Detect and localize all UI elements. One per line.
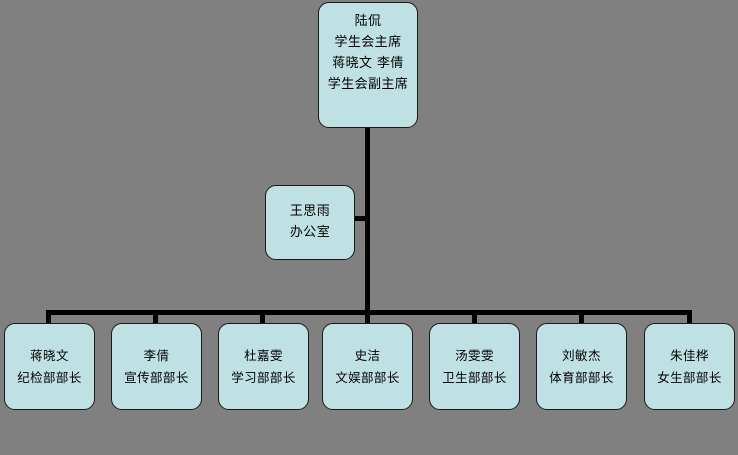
department-person-name: 李倩 <box>143 347 170 363</box>
node-student-union-president[interactable]: 陆侃 学生会主席 蒋晓文 李倩 学生会副主席 <box>318 2 418 128</box>
department-drop-2 <box>153 310 158 323</box>
department-title: 学习部部长 <box>231 369 296 385</box>
node-department-5[interactable]: 汤雯雯 卫生部部长 <box>429 323 520 410</box>
node-department-4[interactable]: 史洁 文娱部部长 <box>322 323 413 410</box>
node-office[interactable]: 王思雨 办公室 <box>265 185 355 260</box>
department-person-name: 刘敏杰 <box>562 347 601 363</box>
president-name: 陆侃 <box>354 14 382 29</box>
department-drop-4 <box>365 310 370 323</box>
department-person-name: 杜嘉雯 <box>244 347 283 363</box>
node-department-1[interactable]: 蒋晓文 纪检部部长 <box>4 323 95 410</box>
department-drop-5 <box>472 310 477 323</box>
node-department-3[interactable]: 杜嘉雯 学习部部长 <box>218 323 309 410</box>
department-title: 宣传部部长 <box>124 369 189 385</box>
office-label: 办公室 <box>289 224 331 240</box>
department-person-name: 史洁 <box>354 347 381 363</box>
vice-president-names: 蒋晓文 李倩 <box>332 56 404 72</box>
department-title: 女生部部长 <box>657 369 722 385</box>
president-title: 学生会主席 <box>334 35 402 51</box>
department-drop-3 <box>260 310 265 323</box>
node-department-2[interactable]: 李倩 宣传部部长 <box>111 323 202 410</box>
department-person-name: 朱佳桦 <box>670 347 709 363</box>
department-title: 体育部部长 <box>549 369 614 385</box>
department-drop-6 <box>579 310 584 323</box>
department-person-name: 蒋晓文 <box>30 347 69 363</box>
department-person-name: 汤雯雯 <box>455 347 494 363</box>
node-department-7[interactable]: 朱佳桦 女生部部长 <box>644 323 735 410</box>
department-drop-1 <box>46 310 51 323</box>
office-person-name: 王思雨 <box>289 203 331 219</box>
office-connector-horizontal <box>352 216 368 221</box>
department-drop-7 <box>687 310 692 323</box>
department-title: 纪检部部长 <box>17 369 82 385</box>
department-title: 文娱部部长 <box>335 369 400 385</box>
department-title: 卫生部部长 <box>442 369 507 385</box>
trunk-connector-vertical <box>365 128 370 323</box>
node-department-6[interactable]: 刘敏杰 体育部部长 <box>536 323 627 410</box>
vice-president-title: 学生会副主席 <box>327 77 409 93</box>
